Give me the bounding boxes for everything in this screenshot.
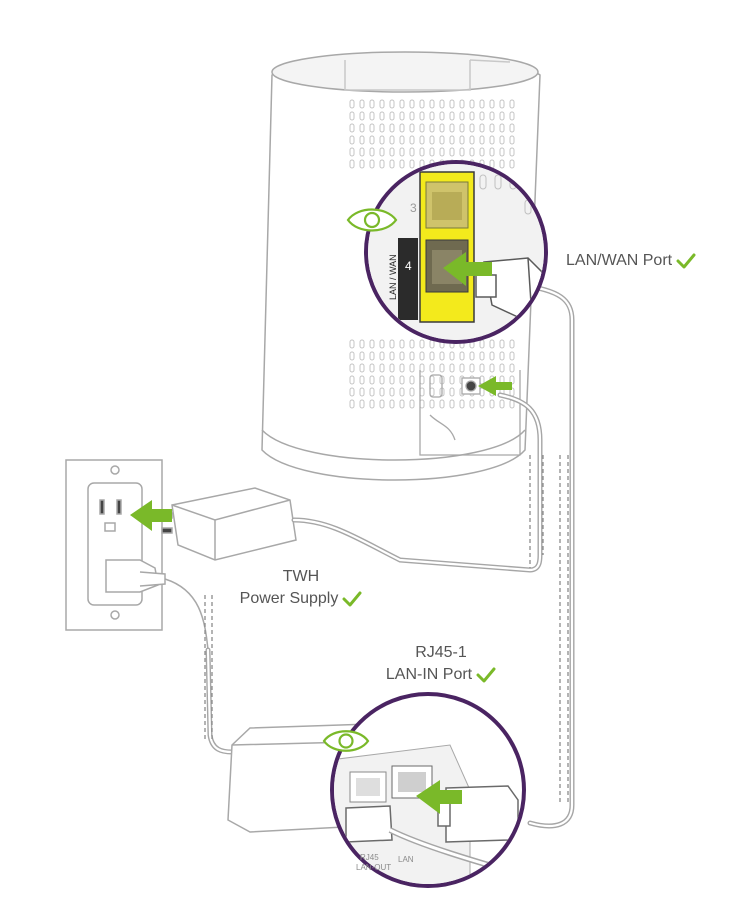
arrow-icon — [478, 376, 512, 396]
port-side-label: LAN / WAN — [388, 254, 398, 300]
checkmark-icon — [342, 591, 362, 607]
power-supply-adapter — [161, 487, 297, 561]
port-4-label: 4 — [405, 259, 412, 273]
power-supply-line2: Power Supply — [239, 590, 339, 607]
lan-wan-port-text: LAN/WAN Port — [566, 252, 673, 269]
rj45-line2: LAN-IN Port — [385, 666, 473, 683]
rj45-line1: RJ45-1 — [415, 644, 467, 661]
arrow-icon — [130, 500, 172, 531]
port-3-label: 3 — [410, 201, 417, 215]
rj45-port-label: RJ45-1 LAN-IN Port — [366, 642, 516, 686]
checkmark-icon — [676, 253, 696, 269]
zoom-circle-router-ports: 3 4 LAN / WAN — [364, 160, 548, 344]
wall-outlet — [65, 459, 163, 631]
power-supply-line1: TWH — [282, 568, 320, 585]
router-back-panel — [419, 370, 521, 456]
power-supply-label: TWH Power Supply — [226, 566, 376, 610]
hidden-cable-paths — [204, 455, 569, 805]
port-lan-in-label: LAN — [398, 855, 414, 864]
lan-wan-port-label: LAN/WAN Port — [566, 250, 696, 272]
arrow-icon — [416, 780, 462, 814]
zoom-circle-bridge-ports: RJ45 LAN-OUT LAN — [330, 692, 526, 888]
arrow-icon — [443, 252, 492, 286]
outlet-plug — [105, 559, 209, 651]
cables-inner — [206, 283, 574, 828]
port-lan-out-label: RJ45 — [360, 853, 379, 862]
port-3 — [425, 181, 469, 229]
eye-icon — [322, 730, 370, 752]
port-lan-out — [349, 771, 387, 803]
router-perforations — [349, 99, 515, 409]
eye-icon — [346, 208, 398, 232]
checkmark-icon — [476, 667, 496, 683]
port-lan-out-sublabel: LAN-OUT — [356, 863, 391, 872]
